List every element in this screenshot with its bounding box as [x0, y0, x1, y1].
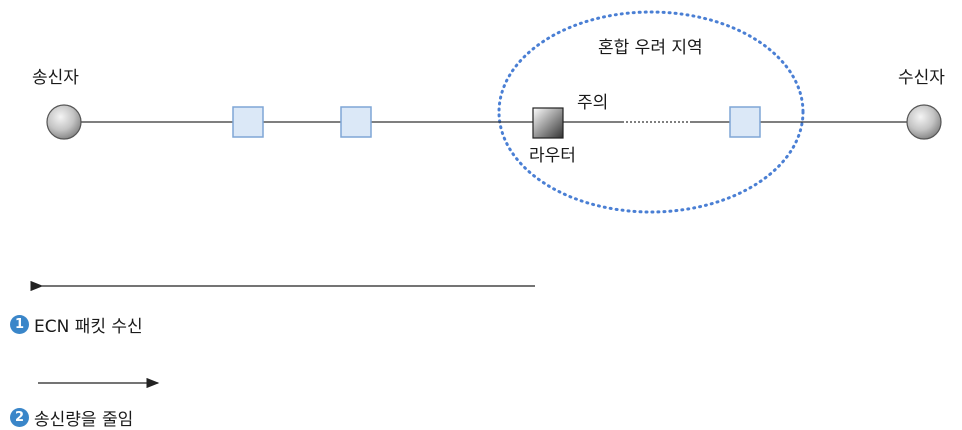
- receiver-node-icon: [906, 104, 942, 140]
- congestion-area-label: 혼합 우려 지역: [598, 38, 703, 58]
- step-text: 송신량을 줄임: [34, 410, 134, 430]
- sender-label: 송신자: [32, 68, 79, 88]
- warning-label: 주의: [577, 93, 609, 113]
- congestion-area: [497, 10, 805, 214]
- packet-icon: [340, 106, 372, 138]
- router-icon: [532, 107, 564, 139]
- step-2: 2 송신량을 줄임: [10, 405, 133, 430]
- packet-icon: [232, 106, 264, 138]
- step-1: 1 ECN 패킷 수신: [10, 312, 143, 337]
- step-number-badge: 2: [10, 408, 29, 427]
- step-number-badge: 1: [10, 315, 29, 334]
- receiver-label: 수신자: [898, 68, 945, 88]
- packet-icon: [729, 106, 761, 138]
- router-label: 라우터: [529, 146, 576, 166]
- sender-node-icon: [46, 104, 82, 140]
- step-text: ECN 패킷 수신: [34, 317, 143, 337]
